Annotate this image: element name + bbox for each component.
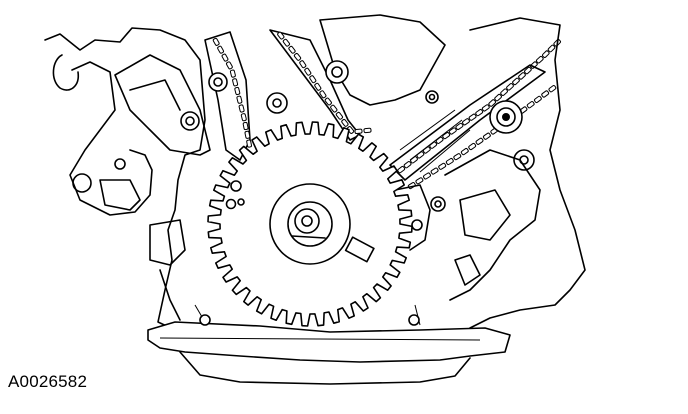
pan-bolt-left: [199, 314, 211, 326]
chain-link: [221, 53, 229, 62]
chain-link: [445, 158, 454, 165]
chain-link: [541, 90, 550, 98]
chain-link: [506, 83, 514, 91]
sprocket-hole-1: [230, 180, 242, 192]
chain-link: [238, 104, 245, 113]
chain-link: [363, 127, 372, 134]
chain-link: [423, 172, 431, 180]
pan-bolt-right: [408, 314, 420, 326]
chain-link: [462, 118, 470, 126]
chain-link: [397, 165, 406, 174]
right-head-cover: [319, 14, 446, 106]
chain-link: [524, 66, 532, 75]
right-dowel: [513, 149, 535, 171]
left-hole: [114, 158, 126, 170]
cam-bolt-right: [325, 60, 349, 84]
right-block-bolt: [430, 196, 446, 212]
chain-link: [217, 45, 225, 54]
chain-link: [442, 132, 451, 140]
chain-link: [324, 97, 332, 106]
right-guide-rail: [389, 64, 546, 181]
chain-link: [341, 119, 349, 127]
chain-link: [330, 104, 338, 113]
chain-link: [319, 90, 327, 99]
chain-link: [232, 78, 239, 87]
chain-link: [234, 86, 241, 96]
left-chain-guide: [204, 31, 251, 161]
center-bolt-upper: [266, 92, 288, 114]
chain-link: [314, 82, 322, 91]
chain-link: [455, 122, 464, 130]
chain-link: [430, 167, 439, 175]
block-outline-right: [469, 17, 586, 329]
chain-link: [494, 93, 502, 102]
oil-pan-lower: [179, 351, 471, 385]
block-outline-left: [44, 27, 206, 331]
chain-link: [236, 95, 243, 104]
chain-link: [403, 161, 412, 169]
chain-link: [288, 45, 296, 54]
left-dowel: [72, 173, 92, 193]
chain-link: [547, 44, 556, 53]
chain-link: [438, 162, 447, 170]
right-small-bolt: [425, 90, 439, 104]
chain-link: [542, 50, 550, 58]
chain-link: [240, 113, 247, 122]
block-outline-right-inner: [444, 149, 541, 301]
chain-link: [448, 127, 457, 135]
chain-link: [453, 153, 462, 161]
sensor-hole: [411, 219, 423, 231]
middle-timing-chain: [277, 31, 372, 134]
chain-link: [244, 130, 251, 139]
chain-link: [282, 38, 291, 47]
chain-link: [481, 104, 490, 112]
chain-link: [533, 95, 542, 103]
sprocket-hole-3: [237, 198, 245, 206]
chain-link: [475, 109, 484, 117]
chain-link: [354, 128, 363, 134]
chain-link: [293, 53, 302, 61]
chain-link: [277, 31, 285, 40]
chain-link: [242, 121, 249, 131]
left-head-cover: [114, 54, 211, 156]
chain-link: [229, 69, 236, 78]
chain-link: [512, 77, 520, 86]
chain-link: [225, 61, 233, 70]
left-rib: [99, 179, 141, 211]
crankshaft-seal: [287, 201, 333, 247]
sprocket-hole-2: [225, 198, 237, 210]
figure-reference-code: A0026582: [8, 372, 88, 391]
chain-link: [535, 55, 544, 64]
oil-pan: [147, 321, 511, 363]
chain-link: [500, 88, 508, 96]
right-rib: [459, 189, 511, 241]
chain-link: [548, 85, 557, 93]
left-timing-chain: [212, 37, 252, 148]
chain-link: [482, 132, 491, 140]
chain-link: [415, 177, 424, 185]
chain-link: [335, 111, 344, 120]
left-head-bolt: [180, 111, 200, 131]
chain-link: [309, 75, 317, 84]
chain-link: [460, 148, 469, 156]
chain-link: [475, 137, 484, 145]
crankshaft-key: [344, 236, 375, 263]
chain-link: [304, 67, 312, 76]
chain-link: [299, 60, 307, 69]
chain-link: [526, 101, 535, 109]
left-guide-bolt: [208, 72, 228, 92]
chain-link: [468, 142, 477, 151]
chain-link: [212, 37, 220, 46]
chain-link: [246, 139, 252, 148]
left-lower-flange: [149, 219, 186, 266]
chain-link: [518, 72, 526, 80]
left-boss: [52, 54, 80, 91]
crankshaft-bolt: [294, 208, 320, 234]
chain-link: [488, 99, 497, 107]
chain-link: [468, 113, 477, 121]
